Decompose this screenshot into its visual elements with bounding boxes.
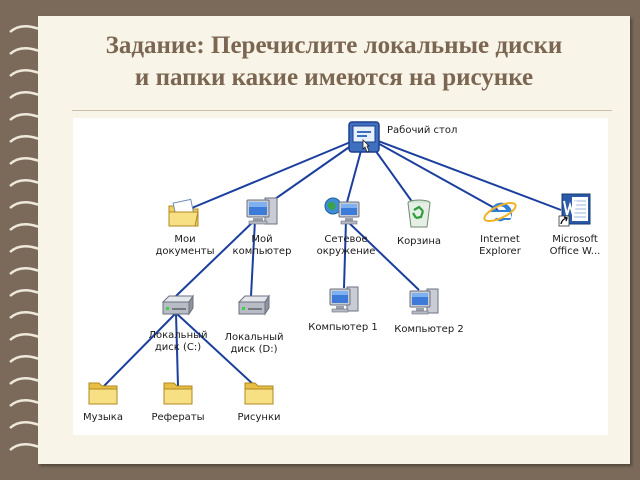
edge-desktop-word — [364, 135, 562, 211]
hard-disk-icon — [237, 294, 270, 316]
node-desktop[interactable]: Рабочий стол — [347, 120, 487, 154]
connector-lines — [103, 135, 562, 387]
disk-c-label: Локальный диск (C:) — [148, 330, 208, 353]
node-music[interactable]: Музыка — [77, 376, 129, 428]
internet-explorer-label: Internet Explorer — [479, 234, 521, 257]
node-disk-d[interactable]: Локальный диск (D:) — [219, 292, 289, 362]
pictures-label: Рисунки — [237, 412, 281, 423]
word-shortcut-icon — [558, 193, 591, 227]
node-recycle-bin[interactable]: Корзина — [391, 196, 447, 256]
my-computer-icon — [246, 197, 278, 225]
computer-icon — [329, 286, 359, 313]
edge-disk-c-music — [103, 312, 177, 387]
network-icon — [324, 197, 360, 225]
edge-network-computer-2 — [345, 219, 420, 291]
node-computer-2[interactable]: Компьютер 2 — [391, 286, 467, 342]
node-essays[interactable]: Рефераты — [147, 376, 209, 428]
node-network[interactable]: Сетевое окружение — [311, 194, 381, 264]
edge-desktop-my-documents — [186, 135, 366, 211]
file-tree-diagram: Рабочий стол Мои документы — [73, 118, 608, 435]
edge-disk-c-pictures — [175, 312, 256, 387]
folder-icon — [163, 382, 193, 405]
computer-icon — [409, 288, 439, 315]
network-label: Сетевое окружение — [316, 234, 376, 257]
node-computer-1[interactable]: Компьютер 1 — [305, 284, 381, 340]
folder-icon — [88, 382, 118, 405]
disk-d-label: Локальный диск (D:) — [224, 332, 284, 355]
recycle-bin-label: Корзина — [396, 236, 442, 247]
essays-label: Рефераты — [151, 412, 205, 423]
edge-disk-c-essays — [175, 312, 179, 387]
edge-desktop-internet-explorer — [364, 135, 499, 211]
recycle-bin-icon — [407, 199, 431, 228]
my-computer-label: Мой компьютер — [232, 234, 292, 257]
edge-my-computer-disk-c — [175, 219, 256, 297]
desktop-icon — [348, 121, 380, 153]
word-label: Microsoft Office W... — [549, 234, 601, 257]
title-divider — [72, 110, 612, 111]
slide-title-line-2: и папки какие имеются на рисунке — [134, 64, 534, 91]
slide-title: Задание: Перечислите локальные диски и п… — [38, 30, 630, 94]
node-word[interactable]: Microsoft Office W... — [543, 192, 607, 264]
slide-title-line-1: Задание: Перечислите локальные диски — [105, 32, 563, 59]
node-pictures[interactable]: Рисунки — [231, 376, 287, 428]
node-my-computer[interactable]: Мой компьютер — [229, 194, 295, 262]
edge-my-computer-disk-d — [250, 219, 256, 297]
computer-2-label: Компьютер 2 — [394, 324, 464, 335]
hard-disk-icon — [161, 294, 194, 316]
music-label: Музыка — [83, 412, 123, 423]
internet-explorer-icon — [483, 201, 517, 223]
desktop-label: Рабочий стол — [387, 125, 458, 136]
folder-icon — [244, 382, 274, 405]
my-documents-label: Мои документы — [155, 234, 215, 257]
computer-1-label: Компьютер 1 — [308, 322, 378, 333]
my-documents-icon — [168, 198, 199, 227]
node-internet-explorer[interactable]: Internet Explorer — [471, 194, 529, 266]
node-my-documents[interactable]: Мои документы — [153, 196, 217, 262]
node-disk-c[interactable]: Локальный диск (C:) — [143, 292, 213, 362]
edge-network-computer-1 — [343, 219, 347, 289]
